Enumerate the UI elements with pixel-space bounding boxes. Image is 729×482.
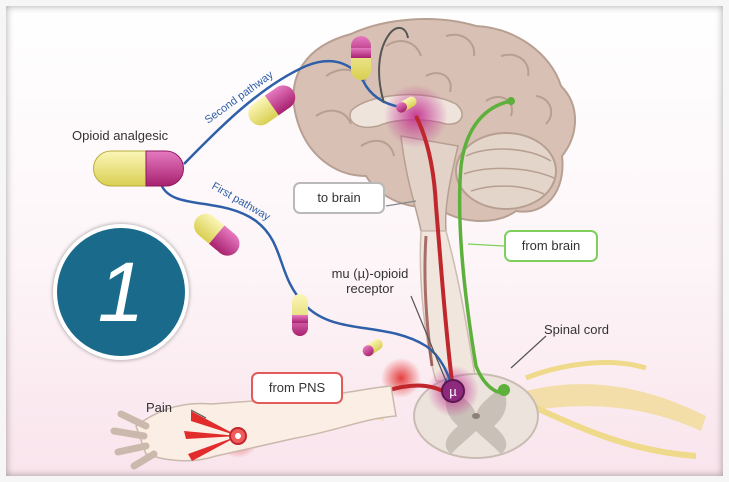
pill-tiny: [361, 337, 385, 359]
mu-receptor-label-line1: mu (µ)-opioid: [314, 266, 426, 281]
first-pathway-label: First pathway: [210, 180, 273, 223]
pain-label: Pain: [146, 400, 172, 415]
from-pns-box: from PNS: [251, 372, 343, 404]
pill-first-pathway: [189, 209, 244, 261]
mu-receptor-label-line2: receptor: [314, 281, 426, 296]
step-number-badge: 1: [53, 224, 189, 360]
receptor-symbol: µ: [449, 384, 457, 399]
spinal-cord-label: Spinal cord: [544, 322, 609, 337]
to-brain-box: to brain: [293, 182, 385, 214]
from-brain-box: from brain: [504, 230, 598, 262]
pill-top: [351, 36, 371, 80]
pill-small: [292, 294, 308, 336]
pill-main: [94, 151, 184, 186]
mu-receptor-label: mu (µ)-opioid receptor: [314, 266, 426, 296]
opioid-analgesic-label: Opioid analgesic: [72, 128, 168, 143]
